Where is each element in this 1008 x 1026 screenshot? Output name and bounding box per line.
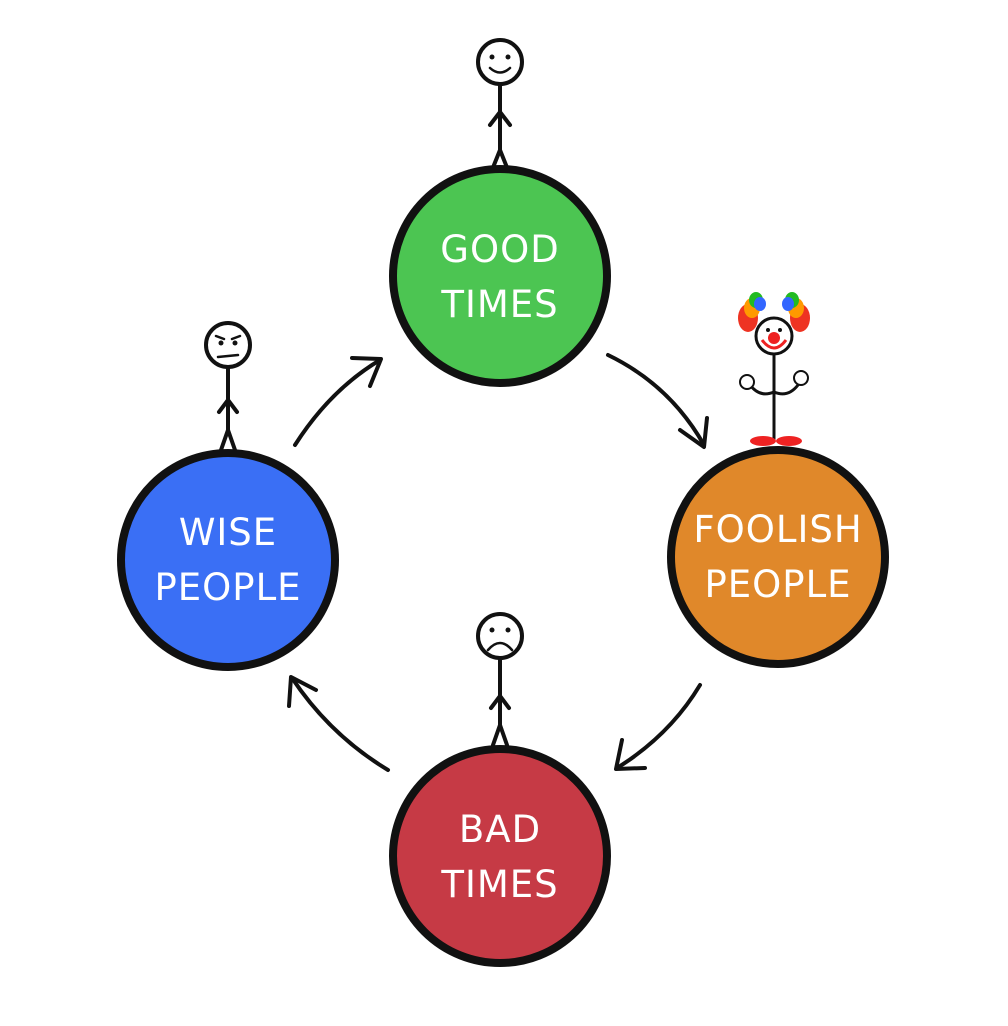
arrow-wise-to-good (293, 356, 383, 447)
node-label: BAD (459, 808, 541, 851)
node-foolish-people: FOOLISH PEOPLE (667, 446, 889, 668)
node-label: PEOPLE (154, 566, 301, 609)
node-label: PEOPLE (704, 563, 851, 606)
arrow-bad-to-wise (287, 675, 390, 772)
happy-stick-figure (476, 38, 524, 172)
node-label: TIMES (440, 283, 558, 326)
node-label: GOOD (440, 228, 559, 271)
arrow-foolish-to-bad (614, 683, 702, 771)
sad-stick-figure (476, 612, 524, 747)
arrow-good-to-foolish (606, 353, 709, 449)
clown-hair-right (782, 292, 810, 332)
node-label: WISE (179, 511, 277, 554)
node-label: FOOLISH (693, 508, 862, 551)
node-wise-people: WISE PEOPLE (117, 449, 339, 671)
node-good-times: GOOD TIMES (389, 165, 611, 387)
neutral-stick-figure (204, 321, 252, 452)
clown-stick-figure (738, 292, 810, 446)
clown-hair-left (738, 292, 766, 332)
node-bad-times: BAD TIMES (389, 745, 611, 967)
node-label: TIMES (440, 863, 558, 906)
